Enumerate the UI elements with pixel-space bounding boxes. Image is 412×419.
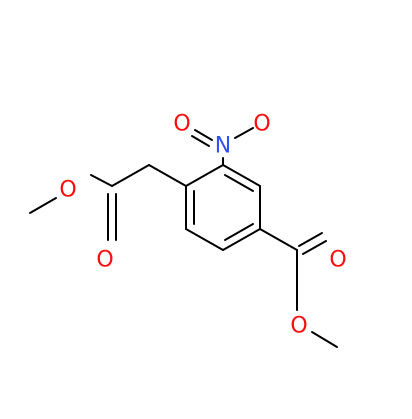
bond-n-o-right	[234, 127, 254, 139]
bond-ring-carbonyl-right	[259, 228, 298, 251]
bond-carbonyl-right-o-double-a	[298, 232, 323, 247]
left-ester-group: O O	[29, 164, 187, 273]
atom-o-ester-left-double: O	[96, 248, 113, 273]
ring-bond-c4-c5	[222, 228, 261, 251]
atom-n-nitro: N	[215, 134, 231, 159]
benzene-ring	[185, 164, 261, 251]
atom-o-ester-right-double: O	[329, 248, 346, 273]
ring-bond-c2-c3	[222, 164, 261, 187]
bond-ring-ch2	[148, 164, 187, 187]
nitro-group: O N O	[173, 112, 271, 166]
atom-o-nitro-left: O	[173, 112, 190, 137]
ring-bond-c5-c6	[185, 228, 224, 251]
bond-n-o-left-a	[194, 129, 213, 141]
bond-o-methyl	[29, 197, 57, 214]
bond-o-methyl-right	[311, 331, 338, 348]
atom-o-ester-right-single: O	[290, 314, 307, 339]
atom-o-nitro-right: O	[253, 112, 270, 137]
atom-o-ester-left-single: O	[59, 178, 76, 203]
bond-ch2-carbonyl	[111, 164, 150, 187]
bond-carbonyl-right-o-double-b	[302, 240, 327, 255]
right-ester-group: O O	[259, 228, 347, 348]
bond-n-o-left-b	[191, 135, 210, 147]
ring-bond-c1-c2	[185, 164, 224, 187]
ring-bond-c2-c3-inner	[224, 174, 254, 192]
ring-bond-c4-c5-inner	[224, 223, 254, 241]
bond-carbonyl-o-single	[90, 174, 113, 187]
